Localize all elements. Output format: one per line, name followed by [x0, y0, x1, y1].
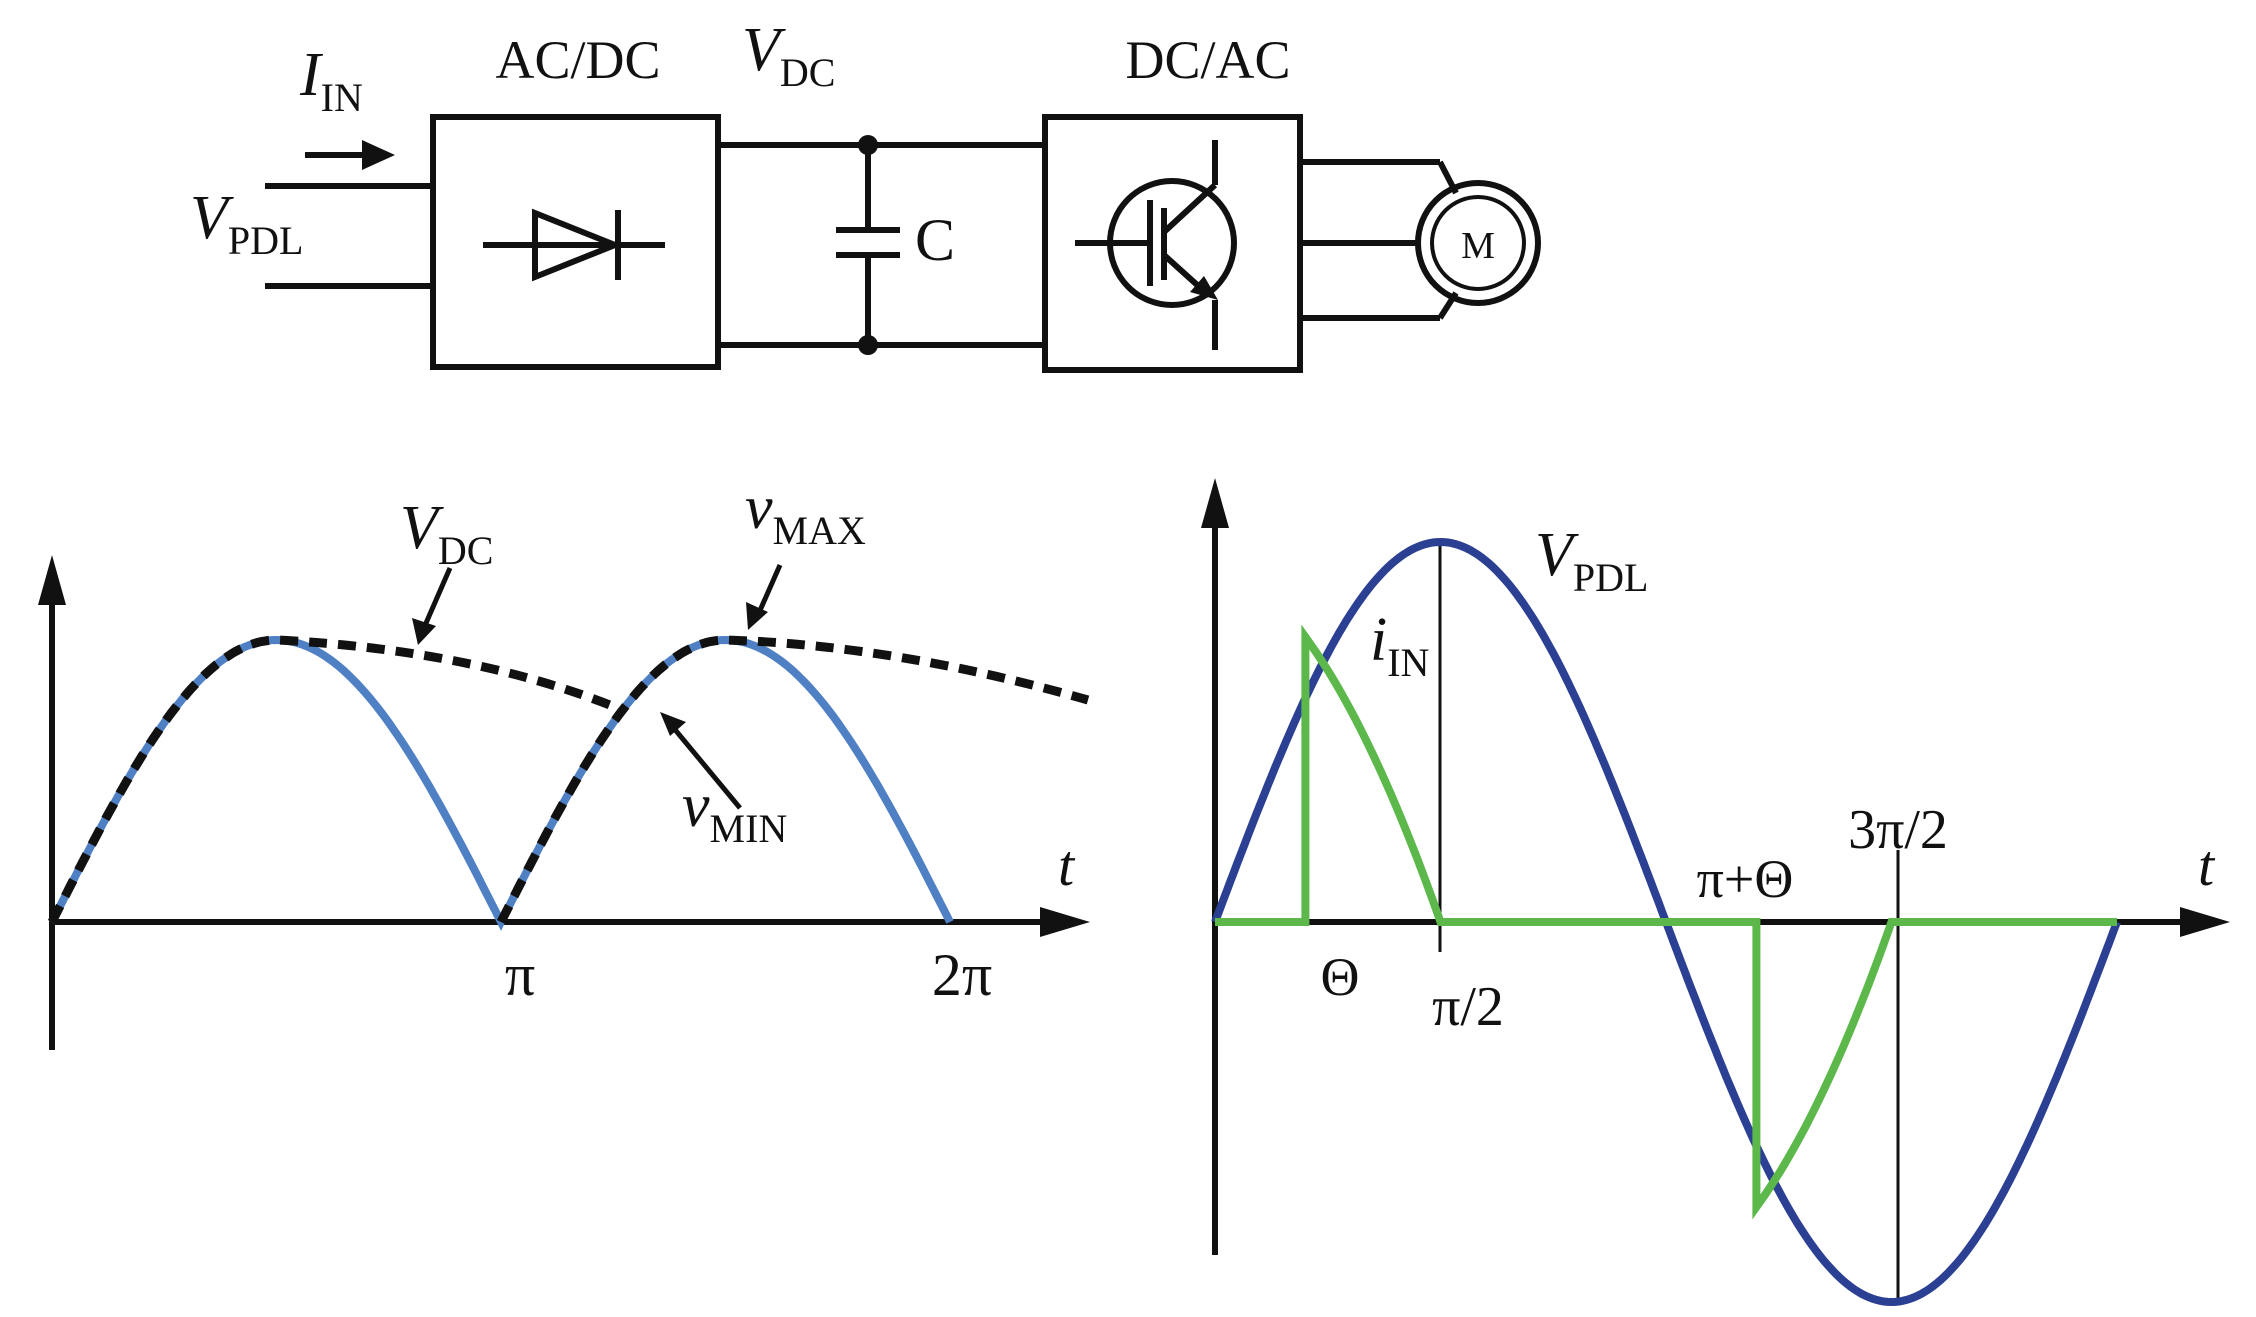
left-vmin-label: vMIN: [682, 772, 787, 851]
left-tick-pi: π: [505, 942, 535, 1008]
bus-node-bottom: [858, 335, 878, 355]
left-t-label: t: [1058, 833, 1076, 898]
input-current-pulses: [1215, 624, 2117, 1220]
left-axes: [49, 600, 1070, 1050]
input-current-label: IIN: [299, 41, 363, 120]
left-pointers: [412, 563, 783, 810]
capacitor-label: C: [915, 207, 955, 273]
rectified-voltage-curve: [48, 635, 954, 931]
rectifier-block: [430, 114, 721, 370]
dc-bus-voltage-label: VDC: [742, 16, 835, 95]
left-vdc-label: VDC: [400, 494, 493, 573]
left-tick-2pi: 2π: [932, 942, 992, 1008]
igbt-icon: [1075, 140, 1237, 350]
right-t-label: t: [2198, 833, 2216, 898]
capacitor-icon: [836, 145, 900, 345]
left-x-arrow: [1040, 907, 1090, 937]
right-tick-pi2: π/2: [1432, 976, 1504, 1038]
bus-node-top: [858, 135, 878, 155]
inverter-label: DC/AC: [1125, 30, 1290, 90]
left-y-arrow: [38, 555, 66, 605]
motor-label: M: [1461, 225, 1495, 267]
right-iin-label: iIN: [1370, 606, 1429, 685]
right-tick-theta: Θ: [1321, 947, 1360, 1007]
rectifier-label: AC/DC: [495, 30, 660, 90]
right-tick-3pi2: 3π/2: [1848, 799, 1948, 861]
arrow-right-icon: [305, 140, 395, 170]
right-vpdl-label: VPDL: [1535, 521, 1648, 600]
dc-bus-ripple-curve: [47, 635, 1090, 925]
right-tick-pi-theta: π+Θ: [1697, 849, 1794, 909]
right-plot: VPDL iIN t Θ π/2 π+Θ 3π/2: [1201, 478, 2230, 1307]
motor-icon: [1415, 180, 1541, 306]
left-vmax-label: vMAX: [745, 474, 866, 553]
input-voltage-label: VPDL: [190, 184, 303, 263]
left-plot: VDC vMAX vMIN t π 2π: [38, 474, 1090, 1050]
diode-icon: [483, 208, 665, 282]
right-x-arrow: [2180, 907, 2230, 937]
right-y-arrow: [1201, 478, 1229, 528]
circuit-schematic: [265, 114, 1541, 373]
